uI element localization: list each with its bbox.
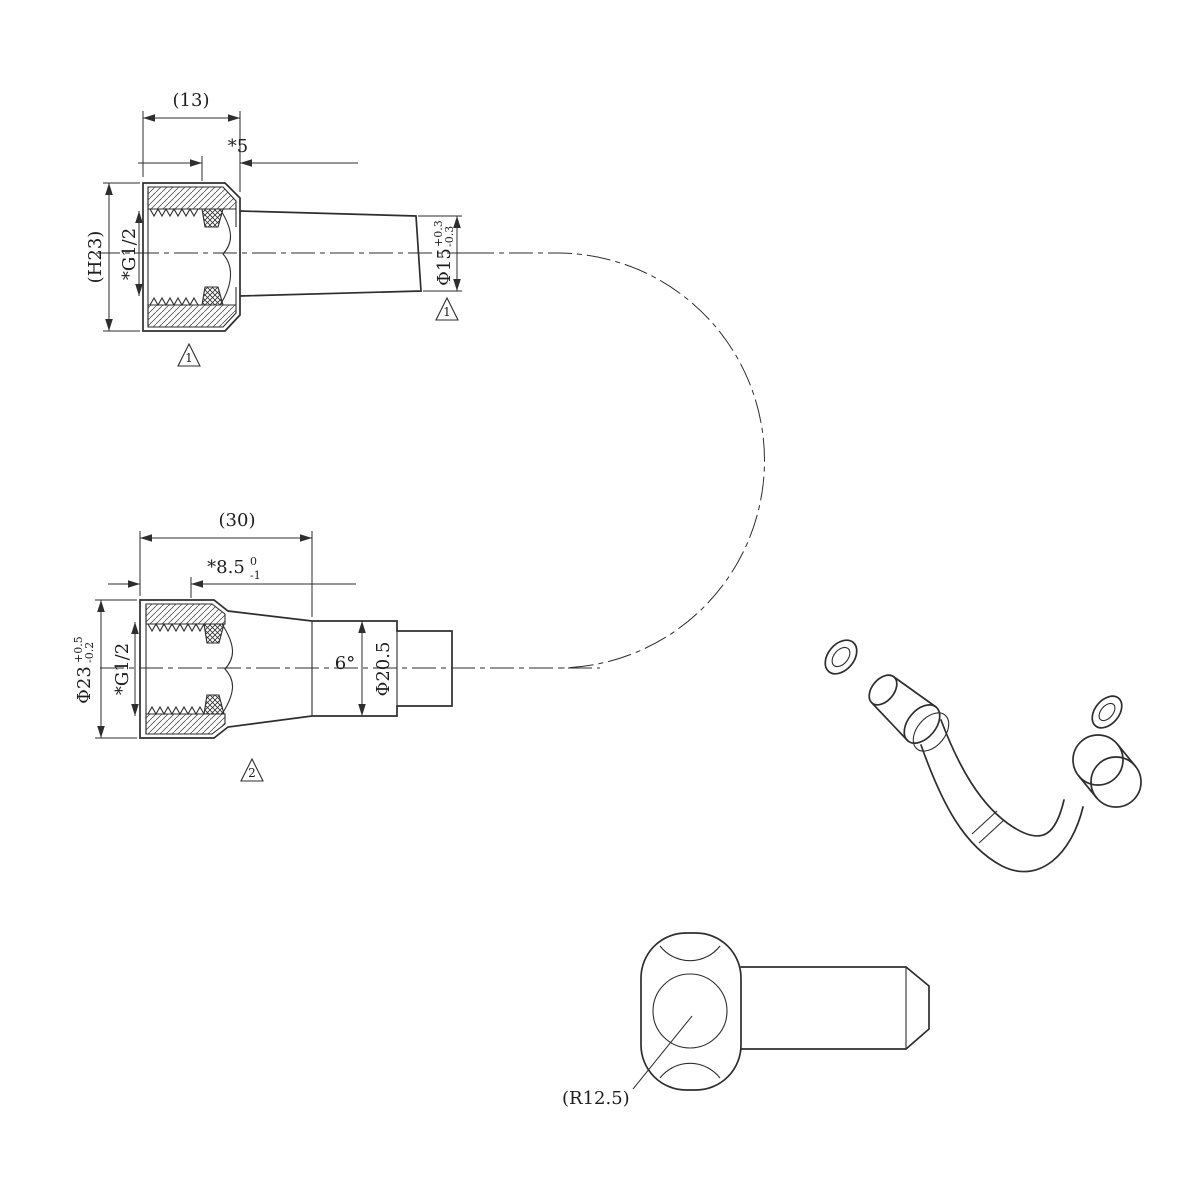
internal-seat-curve (219, 208, 232, 306)
thread-profile-top (147, 622, 205, 633)
dim-d23: Φ23 +0.5 -0.2 (72, 599, 137, 739)
nut-body-outline (142, 182, 241, 332)
washer-left (824, 639, 858, 675)
elbow-pipe-outline (740, 966, 930, 1050)
hose-crimp-line (978, 819, 1005, 844)
hatch-band-bottom (145, 713, 226, 735)
seal-gasket-bottom (201, 286, 224, 306)
note-flag-pipe: 1 (435, 296, 459, 321)
seal-gasket-top (203, 623, 225, 644)
centerline-loop-arc (470, 252, 765, 669)
elbow-top-arc (659, 945, 721, 962)
note-flag-middle-number: 2 (248, 766, 256, 780)
dim-g12-middle: *G1/2 (112, 622, 139, 716)
dim-g12-top-label: *G1/2 (119, 228, 140, 280)
hose-end-fitting-left (868, 674, 950, 752)
dim-angle-label: 6° (335, 653, 355, 674)
dim-13: (13) (142, 90, 241, 192)
dim-d205-label: Φ20.5 (373, 642, 394, 697)
note-flag-body-number: 1 (185, 351, 193, 365)
dim-d15-label: Φ15 (434, 248, 455, 286)
dim-g12-middle-label: *G1/2 (112, 643, 133, 695)
internal-seat-curve (221, 623, 234, 715)
hose-assembly-view (824, 639, 1142, 873)
dim-8-5: *8.5 0 -1 (108, 555, 356, 598)
washer-right (1091, 695, 1123, 729)
seal-gasket-top (201, 208, 224, 228)
middle-view-dimensions: (30) *8.5 0 -1 Φ23 +0.5 -0.2 *G1/2 (72, 510, 394, 782)
seal-gasket-bottom (203, 694, 225, 715)
top-view-dimensions: (13) *5 (H23) *G1/2 (85, 90, 462, 367)
dim-d15-tol-lower: -0.3 (443, 226, 456, 247)
dim-d205: Φ20.5 (358, 621, 394, 716)
dim-8-5-tol-upper: 0 (250, 555, 257, 568)
dim-13-label: (13) (173, 90, 210, 111)
elbow-bottom-arc (659, 1062, 721, 1079)
note-flag-body: 1 (177, 342, 201, 367)
dim-5: *5 (138, 136, 358, 181)
dim-g12-top: *G1/2 (119, 211, 143, 296)
hatch-band-top (145, 603, 226, 625)
hose-tube (920, 719, 1084, 873)
hose-end-fitting-right (1072, 734, 1142, 808)
dim-h23: (H23) (85, 182, 140, 332)
dim-d23-tol-lower: -0.2 (83, 642, 96, 663)
thread-profile-bottom (147, 705, 205, 716)
elbow-fitting-view: (R12.5) (562, 932, 930, 1109)
dim-d15-tol-upper: +0.3 (432, 220, 445, 247)
hatch-band-top (147, 186, 237, 210)
elbow-body-outline (640, 932, 742, 1091)
note-flag-pipe-number: 1 (443, 305, 451, 319)
dim-h23-label: (H23) (85, 231, 106, 284)
dim-d23-tol-upper: +0.5 (72, 636, 85, 663)
dim-r125-label: (R12.5) (562, 1088, 630, 1109)
radius-leader-line (632, 1015, 693, 1090)
dim-d23-label: Φ23 (74, 666, 95, 704)
pipe-outline (239, 210, 422, 297)
middle-fitting-section-view (100, 599, 600, 739)
dim-d15: Φ15 +0.3 -0.3 (418, 215, 462, 292)
cone-body-outline (139, 599, 453, 739)
dim-8-5-label: *8.5 (207, 557, 245, 578)
thread-profile-top (149, 207, 199, 218)
hose-crimp-line (971, 810, 998, 835)
thread-profile-bottom (149, 296, 199, 307)
top-fitting-section-view (96, 182, 470, 332)
dim-8-5-tol-lower: -1 (250, 569, 261, 582)
dim-5-label: *5 (228, 136, 248, 157)
note-flag-middle: 2 (240, 757, 264, 782)
hatch-band-bottom (147, 304, 237, 328)
elbow-bore-circle (652, 973, 728, 1049)
dim-30: (30) (139, 510, 313, 617)
dim-30-label: (30) (219, 510, 256, 531)
